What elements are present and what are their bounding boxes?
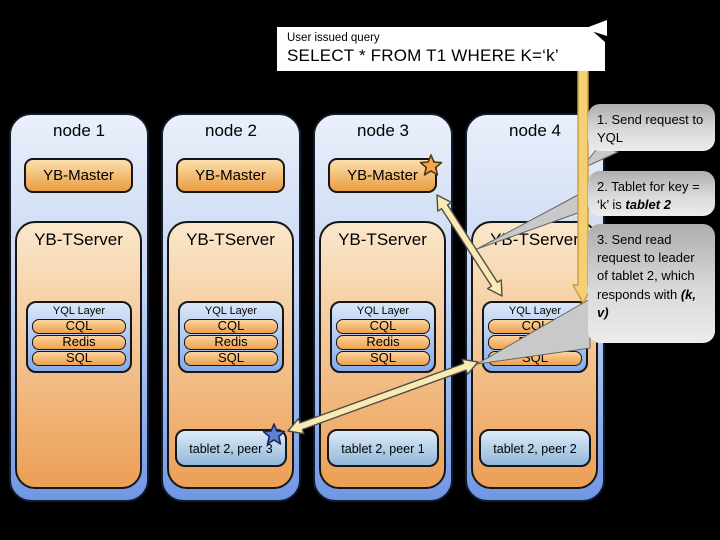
query-callout-label: User issued query bbox=[287, 32, 380, 44]
node-3-yql-layer: YQL Layer CQL Redis SQL bbox=[330, 301, 436, 373]
callout-step-2: 2. Tablet for key = ‘k’ is tablet 2 bbox=[588, 171, 715, 216]
cql-api-box: CQL bbox=[184, 319, 278, 334]
node-1-yql-layer: YQL Layer CQL Redis SQL bbox=[26, 301, 132, 373]
yb-tserver-label: YB-TServer bbox=[34, 230, 123, 249]
yql-layer-label: YQL Layer bbox=[356, 305, 410, 317]
node-3: node 3 YB-Master YB-TServer YQL Layer CQ… bbox=[313, 113, 453, 502]
yql-layer-label: YQL Layer bbox=[52, 305, 106, 317]
redis-api-box: Redis bbox=[184, 335, 278, 350]
sql-api-box: SQL bbox=[488, 351, 582, 366]
node-1: node 1 YB-Master YB-TServer YQL Layer CQ… bbox=[9, 113, 149, 502]
node-4: node 4 YB-TServer YQL Layer CQL Redis SQ… bbox=[465, 113, 605, 502]
node-4-yb-tserver: YB-TServer YQL Layer CQL Redis SQL table… bbox=[471, 221, 598, 489]
callout-step-3-text: 3. Send read request to leader of tablet… bbox=[597, 232, 695, 302]
node-2-yql-layer: YQL Layer CQL Redis SQL bbox=[178, 301, 284, 373]
query-callout: User issued query SELECT * FROM T1 WHERE… bbox=[277, 27, 605, 71]
cql-api-box: CQL bbox=[336, 319, 430, 334]
node-2-title: node 2 bbox=[205, 121, 257, 140]
node-2-yb-master: YB-Master bbox=[176, 158, 285, 193]
callout-step-2-emphasis: tablet 2 bbox=[625, 197, 671, 213]
yb-tserver-label: YB-TServer bbox=[186, 230, 275, 249]
callout-step-2-text: 2. Tablet for key = ‘k’ is bbox=[597, 179, 700, 213]
yb-tserver-label: YB-TServer bbox=[490, 230, 579, 249]
sql-api-box: SQL bbox=[32, 351, 126, 366]
node-1-yb-master: YB-Master bbox=[24, 158, 133, 193]
node-1-title: node 1 bbox=[53, 121, 105, 140]
redis-api-box: Redis bbox=[488, 335, 582, 350]
node-3-tablet: tablet 2, peer 1 bbox=[327, 429, 439, 467]
node-2-yb-tserver: YB-TServer YQL Layer CQL Redis SQL table… bbox=[167, 221, 294, 489]
node-3-yb-master: YB-Master bbox=[328, 158, 437, 193]
node-3-title: node 3 bbox=[357, 121, 409, 140]
yql-layer-label: YQL Layer bbox=[508, 305, 562, 317]
node-2-tablet: tablet 2, peer 3 bbox=[175, 429, 287, 467]
callout-step-1: 1. Send request to YQL bbox=[588, 104, 715, 151]
node-4-yql-layer: YQL Layer CQL Redis SQL bbox=[482, 301, 588, 373]
redis-api-box: Redis bbox=[336, 335, 430, 350]
callout-step-1-text: 1. Send request to YQL bbox=[597, 112, 704, 146]
query-text: SELECT * FROM T1 WHERE K=‘k’ bbox=[287, 46, 559, 65]
node-4-tablet: tablet 2, peer 2 bbox=[479, 429, 591, 467]
node-4-title: node 4 bbox=[509, 121, 561, 140]
node-1-yb-tserver: YB-TServer YQL Layer CQL Redis SQL bbox=[15, 221, 142, 489]
callout-step-3-emphasis: (k, v) bbox=[597, 286, 696, 320]
cql-api-box: CQL bbox=[32, 319, 126, 334]
callout-step-3: 3. Send read request to leader of tablet… bbox=[588, 224, 715, 343]
yql-layer-label: YQL Layer bbox=[204, 305, 258, 317]
sql-api-box: SQL bbox=[184, 351, 278, 366]
cql-api-box: CQL bbox=[488, 319, 582, 334]
sql-api-box: SQL bbox=[336, 351, 430, 366]
node-3-yb-tserver: YB-TServer YQL Layer CQL Redis SQL table… bbox=[319, 221, 446, 489]
redis-api-box: Redis bbox=[32, 335, 126, 350]
node-2: node 2 YB-Master YB-TServer YQL Layer CQ… bbox=[161, 113, 301, 502]
yb-tserver-label: YB-TServer bbox=[338, 230, 427, 249]
